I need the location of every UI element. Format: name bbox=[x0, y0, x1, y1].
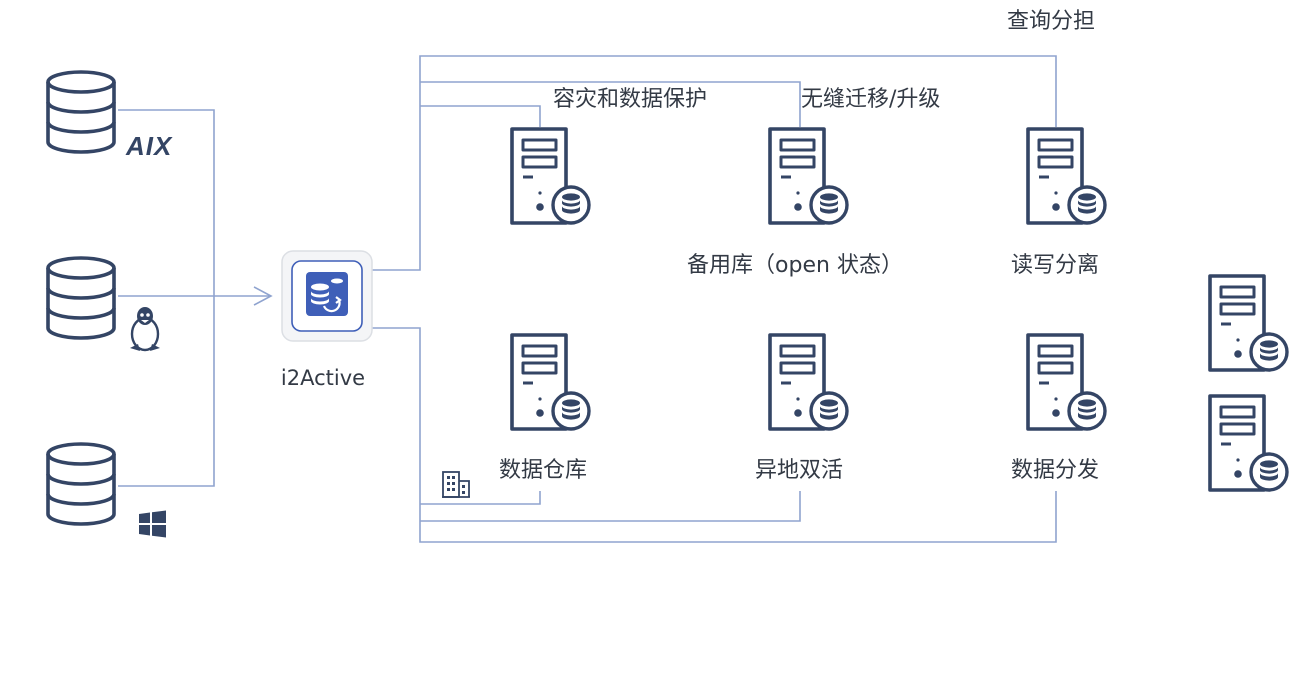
aix-logo-icon: AIX bbox=[125, 131, 173, 161]
source-windows bbox=[46, 442, 166, 538]
route-active-active-line bbox=[420, 491, 801, 522]
i2active-app: i2Active bbox=[281, 250, 373, 390]
server-database-icon bbox=[1026, 127, 1107, 225]
server-read-write-split: 读写分离 bbox=[1011, 127, 1107, 278]
source-bus-line bbox=[118, 109, 215, 487]
server-database-icon bbox=[1208, 394, 1289, 492]
server-label: 异地双活 bbox=[755, 458, 843, 483]
source-to-app-arrowhead bbox=[253, 286, 273, 306]
server-label: 备用库（open 状态） bbox=[687, 253, 903, 278]
server-label: 数据分发 bbox=[1011, 458, 1099, 483]
connector-lines bbox=[118, 55, 1057, 543]
server-database-icon bbox=[510, 127, 591, 225]
database-icon bbox=[46, 442, 116, 526]
server-label: 数据仓库 bbox=[499, 458, 587, 483]
server-database-icon bbox=[510, 333, 591, 431]
server-data-distribution: 数据分发 bbox=[1011, 333, 1107, 483]
linux-penguin-icon bbox=[130, 307, 160, 352]
route-disaster-recovery-line bbox=[420, 105, 541, 127]
building-icon bbox=[442, 471, 470, 498]
route-warehouse-line bbox=[420, 491, 541, 505]
server-database-icon bbox=[768, 127, 849, 225]
server-database-icon bbox=[768, 333, 849, 431]
lower-bus-line bbox=[372, 327, 1057, 543]
route-migration-label: 无缝迁移/升级 bbox=[801, 87, 940, 112]
server-disaster-recovery bbox=[510, 127, 591, 225]
source-linux bbox=[46, 256, 160, 352]
server-data-warehouse: 数据仓库 bbox=[499, 333, 591, 483]
database-sync-icon bbox=[306, 272, 348, 316]
route-migration-line bbox=[420, 81, 801, 127]
database-icon bbox=[46, 256, 116, 340]
remote-server-group bbox=[1208, 274, 1289, 492]
route-disaster-recovery-label: 容灾和数据保护 bbox=[553, 87, 707, 112]
server-active-active: 异地双活 bbox=[755, 333, 849, 483]
server-database-icon bbox=[1208, 274, 1289, 372]
server-standby: 备用库（open 状态） bbox=[687, 127, 903, 278]
database-icon bbox=[46, 70, 116, 154]
route-query-offload-label: 查询分担 bbox=[1007, 9, 1095, 34]
windows-logo-icon bbox=[139, 510, 166, 538]
source-aix: AIX bbox=[46, 70, 173, 161]
server-database-icon bbox=[1026, 333, 1107, 431]
app-label: i2Active bbox=[281, 366, 365, 390]
server-label: 读写分离 bbox=[1011, 253, 1099, 278]
upper-bus-line bbox=[372, 55, 1057, 271]
